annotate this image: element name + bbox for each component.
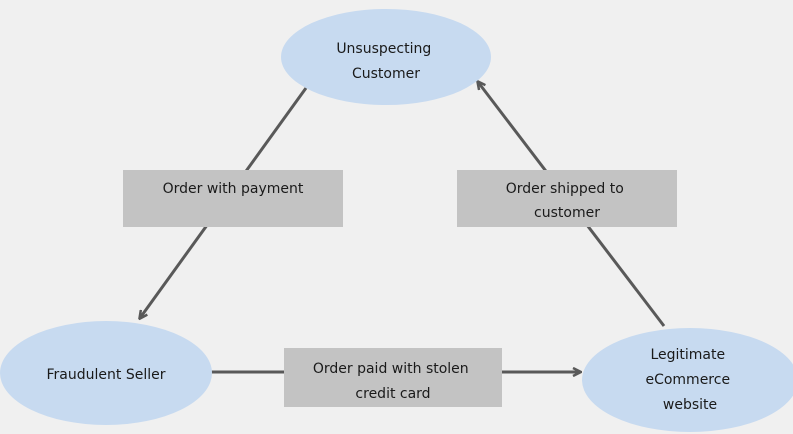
node-customer-line-2: Customer — [352, 66, 420, 82]
svg-text:Order with payment: Order with payment — [163, 181, 304, 197]
label-order-paid-with-stolen-credit-card: Order paid with stolen credit card — [284, 348, 502, 407]
svg-text:Unsuspecting Customer: Unsuspecting Customer — [336, 41, 435, 82]
node-unsuspecting-customer: Unsuspecting Customer — [281, 9, 491, 105]
label-order-shipped-line-1: Order shipped to — [506, 181, 624, 197]
label-order-with-payment-line-1: Order with payment — [163, 181, 304, 197]
svg-text:Order shipped to custome: Order shipped to customer — [506, 181, 629, 221]
node-fraudulent-seller: Fraudulent Seller — [0, 321, 212, 425]
svg-text:Legitimate eCommerce: Legitimate eCommerce website — [645, 347, 734, 413]
label-order-with-payment: Order with payment — [123, 170, 343, 227]
node-legitimate-ecommerce-website: Legitimate eCommerce website — [582, 328, 793, 432]
svg-text:Order paid with stolen c: Order paid with stolen credit card — [313, 361, 473, 402]
node-seller-line-1: Fraudulent Seller — [47, 367, 166, 383]
node-website-line-1: Legitimate — [650, 347, 725, 363]
label-order-shipped-line-2: customer — [534, 205, 600, 221]
node-customer-line-1: Unsuspecting — [336, 41, 431, 57]
svg-text:Fraudulent Seller: Fraudulent Seller — [47, 367, 166, 383]
node-website-line-2: eCommerce — [645, 372, 730, 388]
label-order-paid-line-1: Order paid with stolen — [313, 361, 469, 377]
node-website-line-3: website — [663, 397, 717, 413]
label-order-shipped-to-customer: Order shipped to customer — [457, 170, 677, 227]
label-order-paid-line-2: credit card — [355, 386, 430, 402]
